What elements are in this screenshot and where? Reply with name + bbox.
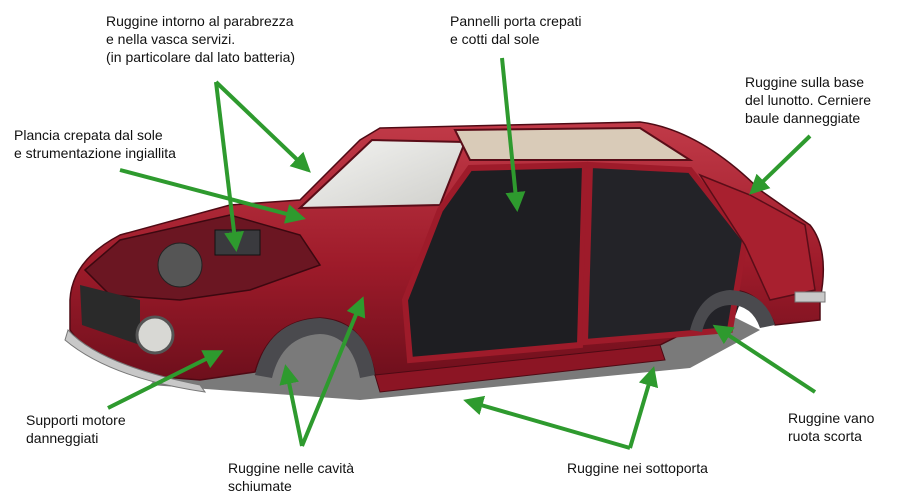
battery xyxy=(214,229,261,256)
label-supporti: Supporti motore danneggiati xyxy=(26,412,126,446)
front-door-opening xyxy=(401,161,589,364)
arrow-cavita-2 xyxy=(300,296,366,447)
roof-opening xyxy=(453,126,694,161)
arrow-ruota xyxy=(712,324,817,394)
front-wheel-arch xyxy=(255,318,375,378)
arrow-pannelli xyxy=(500,57,526,212)
engine-bay xyxy=(83,214,322,301)
arrow-lunotto xyxy=(749,134,812,195)
arrow-sottoporta-1 xyxy=(463,395,631,450)
arrow-sottoporta-2 xyxy=(628,366,659,449)
arrow-parabrezza-2 xyxy=(214,80,311,173)
label-parabrezza: Ruggine intorno al parabrezza e nella va… xyxy=(106,13,296,65)
headlight xyxy=(135,315,175,355)
label-plancia: Plancia crepata dal sole e strumentazion… xyxy=(14,127,176,161)
door-sill xyxy=(374,344,666,393)
label-ruota: Ruggine vano ruota scorta xyxy=(788,410,875,444)
annotation-arrows xyxy=(107,57,817,450)
front-grille xyxy=(80,285,140,345)
label-pannelli: Pannelli porta crepati e cotti dal sole xyxy=(450,13,582,47)
rear-quarter-panel xyxy=(698,173,816,301)
rear-wheel-arch xyxy=(690,290,775,332)
rear-door-opening xyxy=(581,161,749,346)
arrow-cavita-1 xyxy=(279,364,304,447)
rear-bumper xyxy=(794,291,826,303)
front-bumper xyxy=(64,329,207,393)
label-lunotto: Ruggine sulla base del lunotto. Cerniere… xyxy=(745,74,872,126)
windshield xyxy=(297,138,467,210)
arrow-supporti xyxy=(107,350,224,410)
label-sottoporta: Ruggine nei sottoporta xyxy=(567,460,708,476)
arrow-plancia xyxy=(119,168,306,224)
label-cavita: Ruggine nelle cavità schiumate xyxy=(228,460,355,494)
arrow-parabrezza-1 xyxy=(214,81,245,252)
engine-block xyxy=(157,242,203,288)
